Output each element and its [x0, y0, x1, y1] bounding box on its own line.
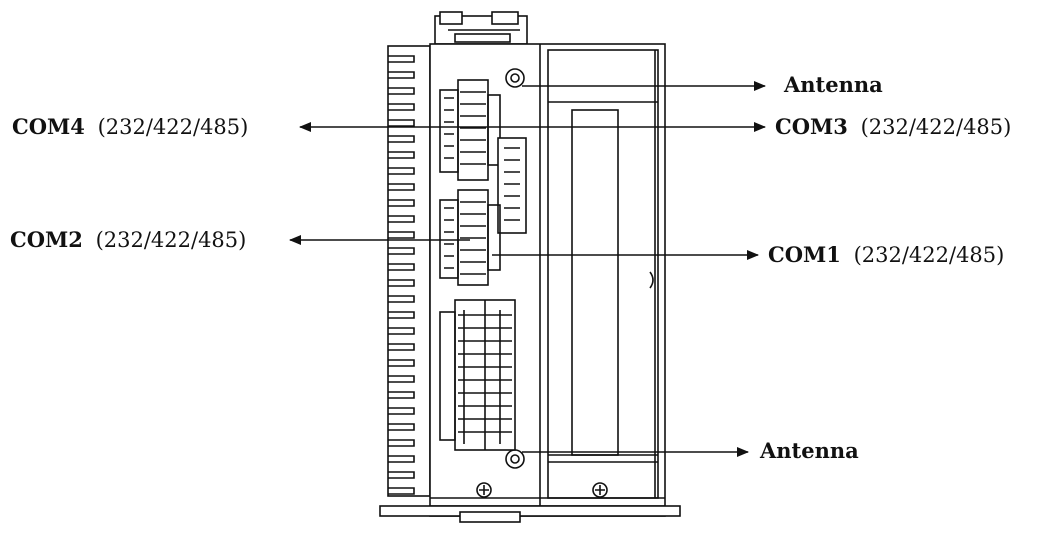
label-com4: COM4 (232/422/485) [12, 114, 248, 139]
antenna-connector-top [505, 68, 525, 88]
label-com2: COM2 (232/422/485) [10, 227, 246, 252]
mounting-screws [459, 482, 608, 523]
top-latch [434, 11, 528, 45]
expansion-slot [547, 49, 659, 499]
label-antenna-top: Antenna [783, 72, 883, 97]
terminal-block-com3-com4 [439, 79, 501, 181]
label-com1: COM1 (232/422/485) [768, 242, 1004, 267]
label-antenna-bottom: Antenna [759, 438, 859, 463]
heat-sink-fins [387, 45, 431, 497]
device-drawing [379, 11, 681, 523]
terminal-block-com1-com2 [439, 189, 501, 286]
antenna-connector-bottom [505, 449, 525, 469]
dip-switch [497, 137, 527, 234]
labels: Antenna COM4 (232/422/485) COM3 (232/422… [10, 72, 1011, 463]
callout-arrows [289, 81, 766, 457]
label-com3: COM3 (232/422/485) [775, 114, 1011, 139]
terminal-block-io [439, 299, 516, 451]
